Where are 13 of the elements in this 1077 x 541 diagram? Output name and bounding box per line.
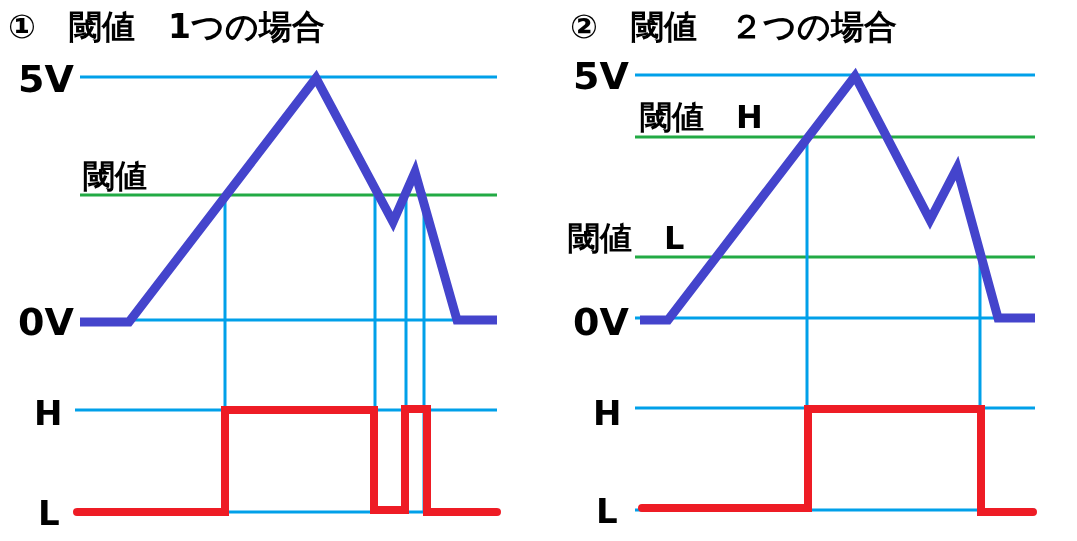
logic-level-label: H [34,396,63,430]
voltage-level-label: 5V [18,60,74,98]
threshold-label: 閾値 [83,160,147,192]
voltage-level-label: 0V [573,303,629,341]
voltage-level-label: 5V [573,57,629,95]
logic-level-label: L [38,496,60,530]
threshold-label: 閾値 L [568,222,685,254]
threshold-label: 閾値 H [640,101,763,133]
voltage-level-label: 0V [18,303,74,341]
logic-level-label: L [596,494,618,528]
panel-heading: ② 閾値 ２つの場合 [570,10,897,43]
panel-heading: ① 閾値 1つの場合 [8,10,325,43]
logic-level-label: H [593,396,622,430]
